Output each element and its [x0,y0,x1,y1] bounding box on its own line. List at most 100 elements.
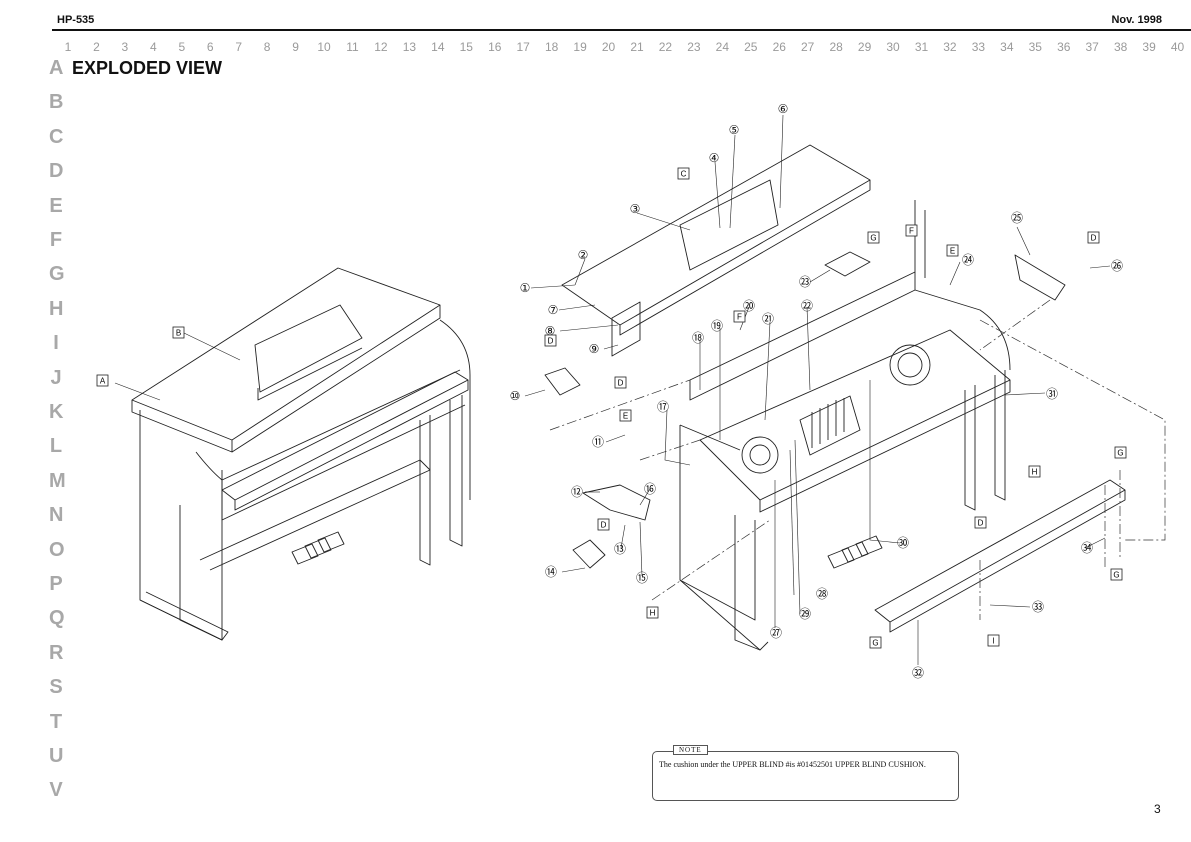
callout-21: ㉑ [762,312,774,326]
page-title: EXPLODED VIEW [72,58,223,78]
svg-text:D: D [618,379,624,388]
grid-column-9: 9 [292,40,299,54]
svg-text:E: E [950,247,955,256]
grid-column-13: 13 [402,40,417,54]
svg-text:C: C [681,170,687,179]
callout-15: ⑮ [636,571,648,585]
grid-column-11: 11 [346,40,359,54]
grid-row-c: C [49,125,64,148]
grid-row-t: T [49,710,63,733]
callout-27: ㉗ [770,626,782,640]
grid-column-38: 38 [1113,40,1128,54]
box-label-c: C [677,167,690,180]
grid-row-r: R [49,641,64,664]
svg-text:E: E [623,412,628,421]
box-label-h-2: H [646,606,659,619]
box-label-e-2: E [946,244,959,257]
note-text: The cushion under the UPPER BLIND #is #0… [659,760,926,769]
grid-column-14: 14 [431,40,445,54]
note-box: NOTE The cushion under the UPPER BLIND #… [652,745,959,801]
callout-7: ⑦ [548,303,559,317]
grid-row-k: K [49,401,64,423]
grid-column-28: 28 [829,40,843,54]
note-tag: NOTE [673,745,708,755]
grid-row-j: J [50,366,62,389]
grid-column-39: 39 [1142,40,1156,54]
grid-column-10: 10 [317,40,331,54]
box-label-d-5: D [1087,231,1100,244]
callout-4: ④ [709,151,720,165]
assembled-piano [131,267,471,641]
svg-text:D: D [1091,234,1097,243]
callout-23: ㉓ [799,275,811,289]
box-label-a: A [96,374,109,387]
callout-28: ㉘ [816,587,828,601]
box-label-g-4: G [869,636,882,649]
grid-row-i: I [53,332,59,355]
callout-33: ㉝ [1032,600,1044,614]
box-label-h-1: H [1028,465,1041,478]
grid-column-3: 3 [121,40,129,54]
callout-9: ⑨ [589,342,600,356]
svg-text:G: G [870,234,876,243]
callout-8: ⑧ [545,324,556,338]
box-label-d-1: D [544,334,557,347]
callout-34: ㉞ [1081,541,1093,555]
callout-18: ⑱ [692,331,704,345]
grid-column-4: 4 [150,40,157,54]
callout-3: ③ [630,202,641,216]
grid-row-n: N [49,504,64,527]
grid-row-h: H [49,297,64,320]
callout-11: ⑪ [592,435,604,449]
grid-row-s: S [49,676,63,699]
grid-row-q: Q [49,607,65,630]
grid-column-37: 37 [1085,40,1099,54]
grid-column-2: 2 [93,40,100,54]
grid-row-v: V [49,779,63,802]
callout-12: ⑫ [571,485,583,499]
grid-column-35: 35 [1028,40,1042,54]
grid-column-29: 29 [857,40,872,54]
exploded-piano [544,144,1126,651]
grid-column-33: 33 [971,40,986,54]
svg-text:H: H [1032,468,1038,477]
svg-text:F: F [909,227,914,236]
callout-17: ⑰ [657,400,669,414]
grid-column-19: 19 [573,40,587,54]
grid-column-21: 21 [630,40,644,54]
callout-26: ㉖ [1111,259,1123,273]
grid-row-g: G [49,263,65,286]
svg-text:H: H [650,609,656,618]
callout-5: ⑤ [729,123,740,137]
document-date: Nov. 1998 [1111,14,1162,26]
grid-row-d: D [49,160,64,183]
grid-column-16: 16 [488,40,502,54]
grid-column-36: 36 [1057,40,1071,54]
callout-16: ⑯ [644,482,656,496]
grid-column-32: 32 [943,40,957,54]
callout-25: ㉕ [1011,211,1023,225]
grid-column-1: 1 [64,40,72,54]
grid-row-o: O [49,538,65,561]
svg-text:B: B [176,329,181,338]
svg-text:D: D [978,519,984,528]
grid-column-24: 24 [715,40,730,54]
grid-column-18: 18 [544,40,559,54]
box-label-f-1: F [733,310,746,323]
grid-column-31: 31 [914,40,929,54]
svg-text:D: D [548,337,554,346]
grid-row-f: F [49,229,63,251]
box-label-g-2: G [1114,446,1127,459]
svg-text:G: G [1113,571,1119,580]
svg-text:G: G [1117,449,1123,458]
callout-1: ① [520,281,531,295]
box-label-g-1: G [867,231,880,244]
grid-row-p: P [49,573,63,595]
callout-24: ㉔ [962,253,974,267]
svg-text:A: A [100,377,106,386]
callout-19: ⑲ [711,319,723,333]
callout-32: ㉜ [912,666,924,680]
page-number: 3 [1154,802,1161,816]
box-label-e-1: E [619,409,632,422]
